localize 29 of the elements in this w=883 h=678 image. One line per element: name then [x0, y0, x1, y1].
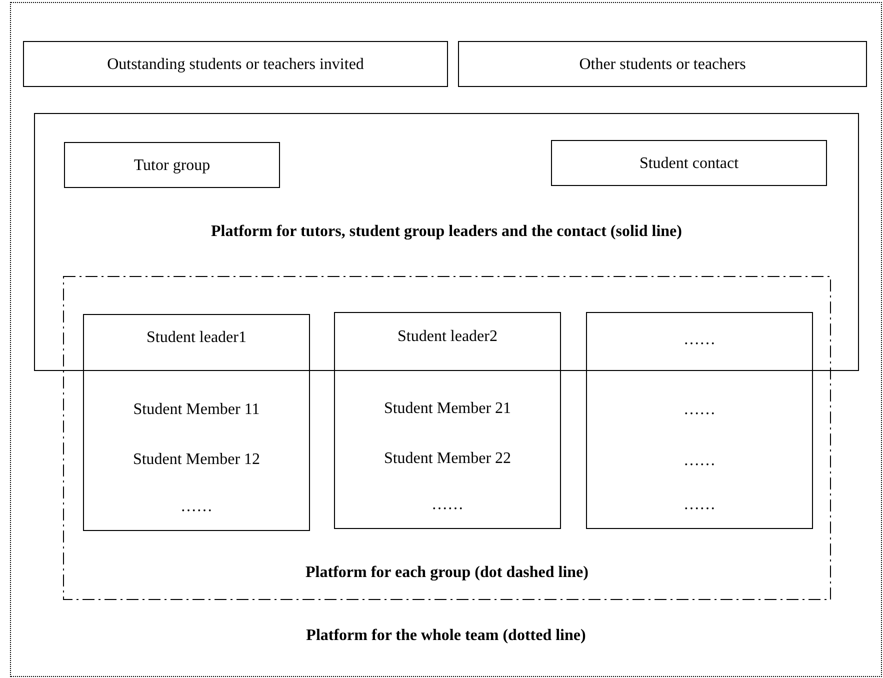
role-box [23, 41, 448, 87]
member-label: …… [180, 497, 212, 517]
member-label: …… [684, 495, 716, 515]
role-box [458, 41, 867, 87]
box-label: Outstanding students or teachers invited [107, 55, 364, 75]
group-platform-box [63, 276, 831, 600]
member-label: Student Member 12 [132, 450, 260, 470]
member-label: …… [432, 495, 464, 515]
member-label: …… [684, 451, 716, 471]
member-label: Student leader2 [398, 327, 498, 347]
group-column-box [586, 312, 813, 529]
member-label: Student leader1 [146, 328, 246, 348]
group-column-box [83, 314, 310, 531]
box-label: Other students or teachers [579, 55, 746, 75]
member-label: …… [684, 400, 716, 420]
role-box [551, 140, 827, 186]
role-box [64, 142, 280, 188]
platform-caption: Platform for tutors, student group leaders and the contact (solid line) [211, 222, 682, 242]
member-label: Student Member 22 [384, 449, 512, 469]
member-label: Student Member 21 [384, 399, 512, 419]
platform-caption: Platform for each group (dot dashed line) [306, 563, 588, 583]
platform-caption: Platform for the whole team (dotted line) [306, 626, 586, 646]
member-label: Student Member 11 [133, 400, 260, 420]
box-label: Student contact [639, 154, 739, 174]
group-column-box [334, 312, 561, 529]
member-label: …… [684, 330, 716, 350]
leaders-platform-box [34, 113, 859, 371]
team-platform-frame [10, 2, 882, 677]
box-label: Tutor group [134, 156, 210, 176]
